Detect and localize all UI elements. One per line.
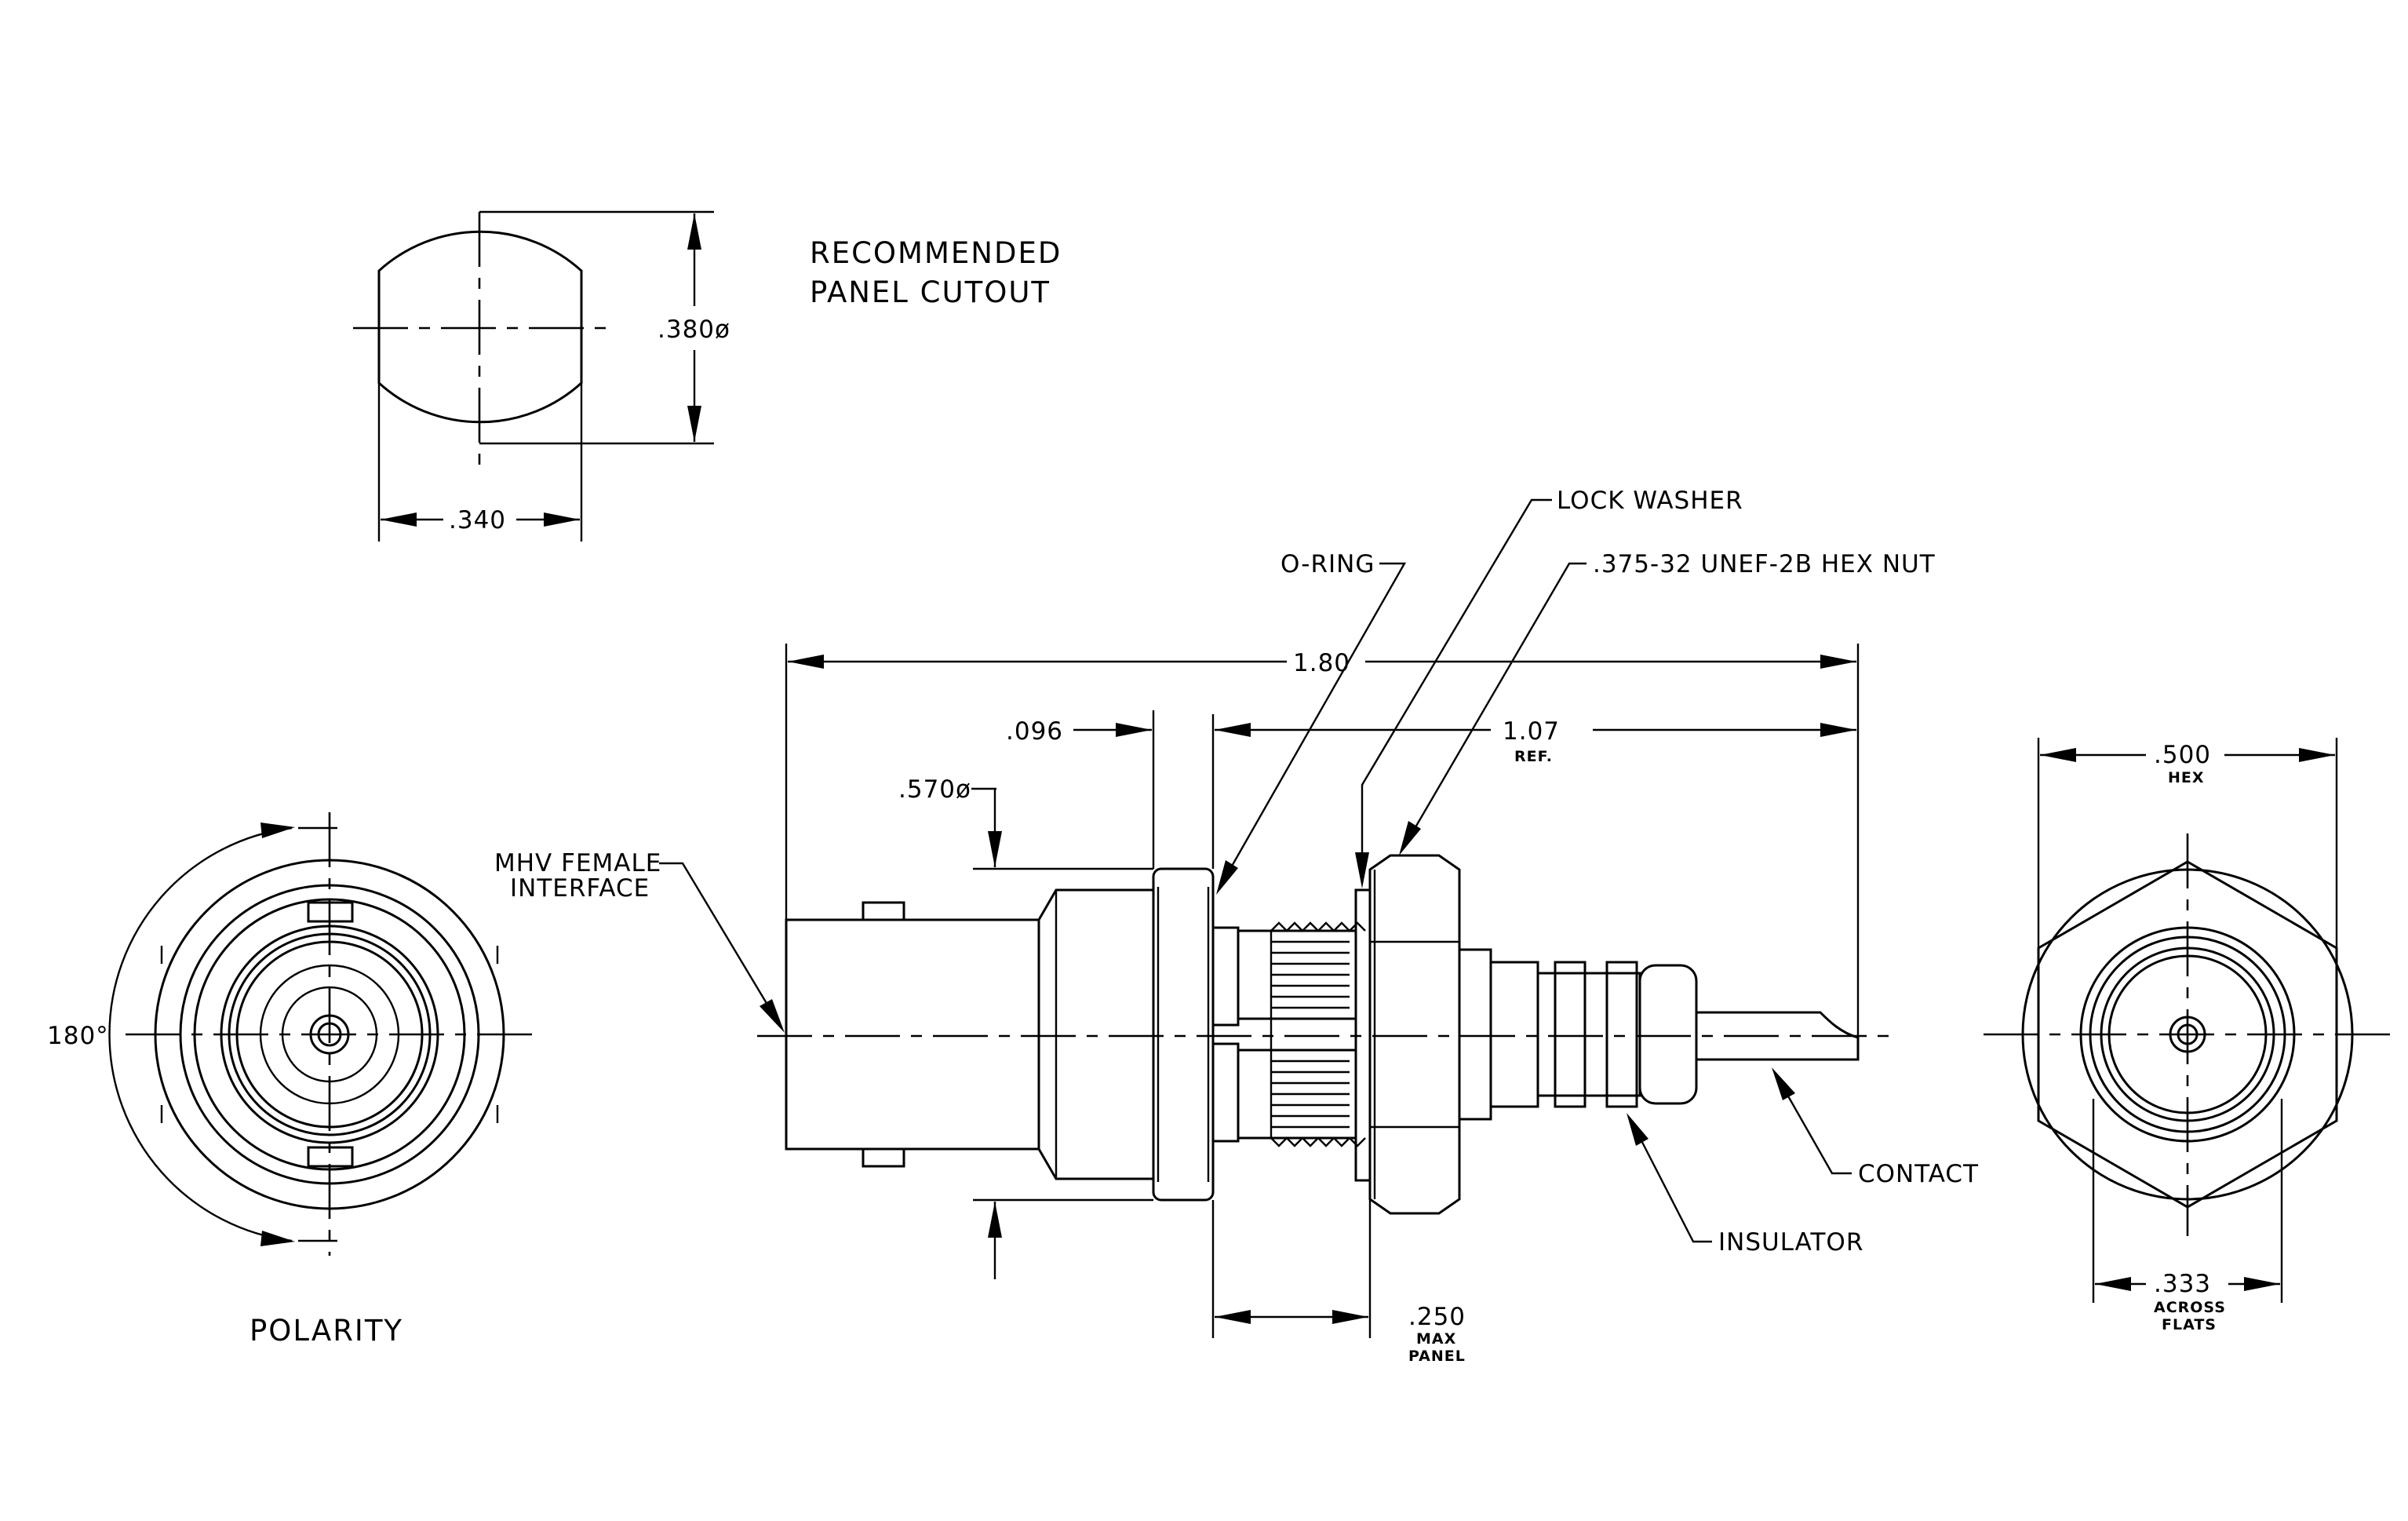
arrow-head bbox=[1332, 1310, 1368, 1324]
arrow-head bbox=[2095, 1277, 2131, 1291]
flange bbox=[1152, 867, 1215, 1202]
arrow-head bbox=[2040, 748, 2076, 762]
cutout-width-label: .340 bbox=[449, 506, 506, 534]
cutout-title-line2: PANEL CUTOUT bbox=[810, 275, 1051, 309]
panel-note-max: MAX bbox=[1416, 1330, 1456, 1348]
overall-length-label: 1.80 bbox=[1293, 649, 1350, 677]
bayonet-stud-bottom bbox=[862, 1147, 905, 1168]
arrow-head bbox=[1820, 723, 1856, 737]
flange-label: .096 bbox=[1006, 717, 1063, 746]
arrow-head bbox=[544, 512, 580, 527]
arrow-head bbox=[1216, 860, 1238, 895]
hex-nut-label: .375-32 UNEF-2B HEX NUT bbox=[1593, 550, 1936, 578]
hex-nut bbox=[1368, 854, 1461, 1215]
rear-body bbox=[1536, 972, 1641, 1097]
cutout-height-label: .380ø bbox=[658, 316, 730, 344]
polarity-view: 180° POLARITY bbox=[47, 812, 534, 1348]
arrow-head bbox=[988, 831, 1002, 867]
rear-body bbox=[1489, 961, 1539, 1108]
arrow-head bbox=[260, 1231, 295, 1246]
panel-note-panel: PANEL bbox=[1408, 1348, 1466, 1365]
rear-body bbox=[1458, 948, 1492, 1121]
lock-washer-leader bbox=[1361, 498, 1552, 879]
oring-leader bbox=[1219, 562, 1407, 886]
arrow-head bbox=[760, 999, 785, 1033]
o-ring bbox=[1211, 1042, 1240, 1143]
contact-leader bbox=[1776, 1076, 1852, 1175]
arrow-head bbox=[1355, 852, 1369, 888]
hex-size-label: .500 bbox=[2154, 741, 2211, 769]
arrow-head bbox=[687, 213, 701, 250]
panel-label: .250 bbox=[1408, 1303, 1466, 1331]
arrow-head bbox=[1399, 821, 1421, 855]
lock-washer-label: LOCK WASHER bbox=[1557, 487, 1743, 515]
arrow-head bbox=[1627, 1113, 1648, 1146]
arrow-head bbox=[260, 823, 295, 838]
arrow-head bbox=[988, 1202, 1002, 1238]
arrow-head bbox=[1215, 1310, 1251, 1324]
rear-view: .500 HEX .333 ACROSS FLATS bbox=[1984, 738, 2393, 1333]
arrow-head bbox=[381, 512, 417, 527]
arrow-head bbox=[1820, 655, 1856, 669]
hex-nut-leader bbox=[1403, 562, 1587, 847]
insulator-rib bbox=[1554, 961, 1587, 1108]
insulator-label: INSULATOR bbox=[1718, 1228, 1863, 1257]
flats-note-across: ACROSS bbox=[2154, 1299, 2226, 1316]
arrow-head bbox=[2244, 1277, 2280, 1291]
insulator-leader bbox=[1630, 1122, 1712, 1243]
arrow-head bbox=[1116, 723, 1152, 737]
arrow-head bbox=[788, 655, 824, 669]
polarity-angle-arc bbox=[108, 826, 293, 1242]
oring-label: O-RING bbox=[1281, 550, 1375, 578]
o-ring bbox=[1211, 926, 1240, 1027]
ref-note: REF. bbox=[1514, 748, 1553, 765]
contact-label: CONTACT bbox=[1858, 1160, 1979, 1188]
ref-length-label: 1.07 bbox=[1503, 717, 1560, 746]
interface-label-1: MHV FEMALE bbox=[494, 849, 661, 877]
insulator-cap bbox=[1638, 964, 1698, 1105]
flats-label: .333 bbox=[2154, 1270, 2211, 1298]
bayonet-stud-top bbox=[862, 901, 905, 921]
side-view: 1.80 1.07 REF. .096 .570ø .250 MAX PANEL bbox=[494, 487, 1979, 1365]
interface-label-2: INTERFACE bbox=[510, 874, 650, 903]
thread-lines bbox=[1271, 940, 1350, 1129]
cutout-title-line1: RECOMMENDED bbox=[810, 236, 1062, 270]
flats-note-flats: FLATS bbox=[2162, 1316, 2217, 1333]
arrow-head bbox=[1215, 723, 1251, 737]
arrow-head bbox=[2299, 748, 2335, 762]
interface-leader bbox=[659, 862, 778, 1021]
insulator-rib bbox=[1605, 961, 1638, 1108]
panel-cutout-view: .380ø .340 RECOMMENDED PANEL CUTOUT bbox=[353, 210, 1062, 542]
contact-pin bbox=[1695, 1011, 1860, 1061]
arrow-head bbox=[1772, 1067, 1795, 1100]
angle-label: 180° bbox=[47, 1022, 109, 1050]
flange-dia-label: .570ø bbox=[898, 775, 971, 804]
arrow-head bbox=[687, 406, 701, 442]
mating-interface-body bbox=[785, 918, 1040, 1151]
polarity-label: POLARITY bbox=[250, 1314, 403, 1348]
thread-profile bbox=[1270, 921, 1366, 1147]
hex-note: HEX bbox=[2168, 769, 2205, 786]
